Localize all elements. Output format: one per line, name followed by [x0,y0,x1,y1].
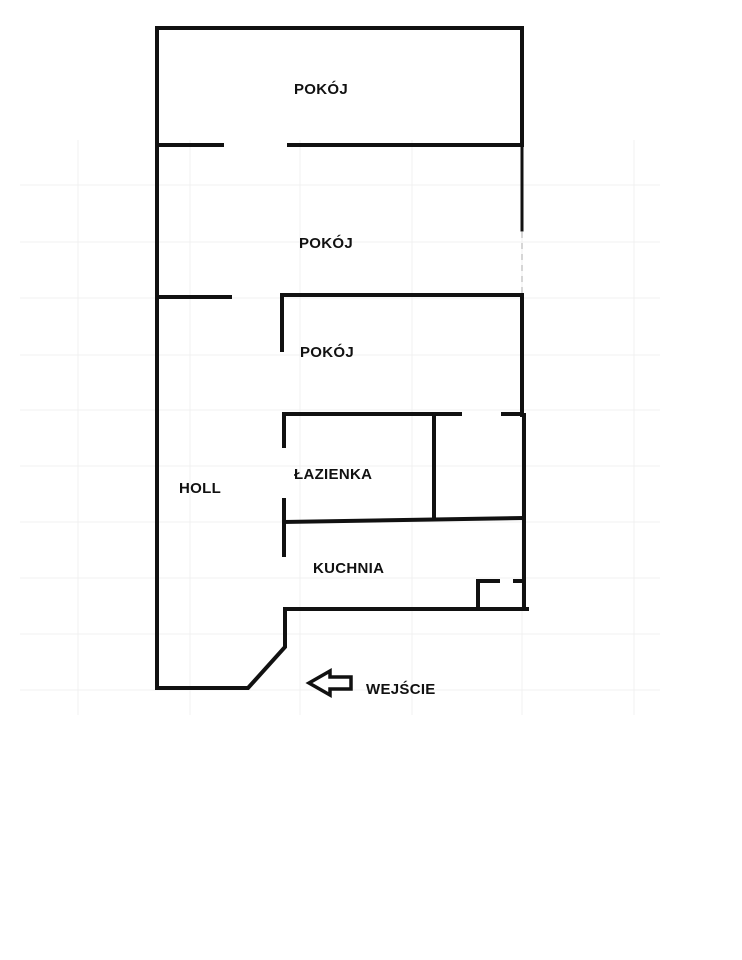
interior-walls [155,143,526,611]
entrance-label: WEJŚCIE [366,680,436,698]
room-label-kitchen: KUCHNIA [313,560,384,577]
arrow-left-icon [305,667,353,699]
wall-kitchen-top [281,515,525,525]
outer-wall-bottom [155,607,529,690]
outer-wall-right-lower [520,293,526,611]
outer-walls [155,26,529,690]
background-grid [20,140,660,715]
room-label-hall: HOLL [179,480,221,497]
room-label-lower: POKÓJ [300,343,354,361]
entrance-marker: WEJŚCIE [305,667,436,699]
room-label-top: POKÓJ [294,80,348,98]
outer-wall-top-left [155,26,524,690]
room-label-middle: POKÓJ [299,234,353,252]
kitchen-cabinet [476,579,500,611]
room-label-bathroom: ŁAZIENKA [294,466,372,483]
